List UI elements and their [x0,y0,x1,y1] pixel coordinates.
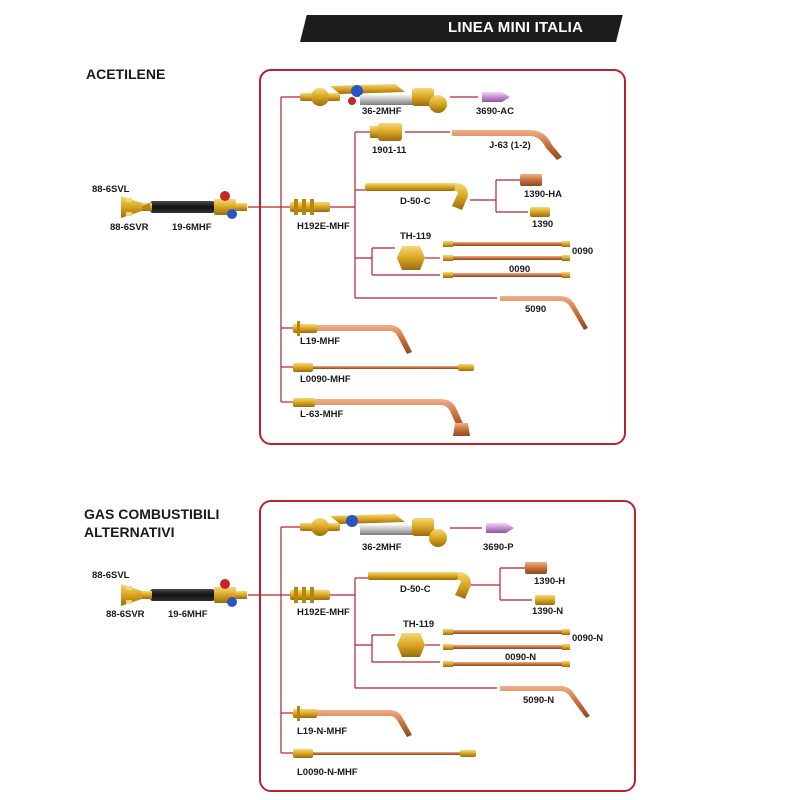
label-l0090-mhf: L0090-MHF [300,374,351,385]
mixer-h192e-mhf-image-2 [290,587,330,603]
cutting-tip-3690-ac-image [482,92,510,102]
label-l0090-n-mhf: L0090-N-MHF [297,767,358,778]
label-1390-ha: 1390-HA [524,189,563,200]
alt-gas-connectors [248,526,532,754]
tip-1390-n-image [535,595,555,605]
label-0090-n-top: 0090-N [572,633,604,644]
nozzle-d-50-c-image [365,183,468,210]
label-19-6mhf-2: 19-6MHF [168,609,208,620]
alt-gas-panel [259,500,636,792]
label-1390-n: 1390-N [532,606,564,617]
label-th-119-2: TH-119 [403,619,435,630]
tip-1390-image [530,207,550,217]
handle-19-6mhf-image-2 [140,579,247,607]
section-title-alt-gas-line2: ALTERNATIVI [84,524,175,540]
label-l19-mhf: L19-MHF [300,336,341,347]
cutting-attachment-36-2mhf-image [300,84,447,113]
th-119-image-2 [397,633,425,657]
label-l19-n-mhf: L19-N-MHF [297,726,348,737]
tip-1901-11-image [370,123,402,141]
label-h192e-mhf-2: H192E-MHF [297,607,350,618]
lance-l0090-mhf-image [293,363,474,372]
label-5090: 5090 [525,304,547,315]
label-0090-bottom: 0090 [509,264,531,275]
tip-1390-h-image [525,562,547,574]
cutting-tip-3690-p-image [486,523,514,533]
tubes-0090-image [443,241,570,278]
label-88-6svr: 88-6SVR [110,222,149,233]
tip-1390-ha-image [520,174,542,186]
page-title: LINEA MINI ITALIA [448,19,584,36]
label-d-50-c: D-50-C [400,196,431,207]
label-1901-11: 1901-11 [372,145,407,156]
label-36-2mhf-2: 36-2MHF [362,542,402,553]
bent-tube-5090-image [500,296,588,330]
section-title-alt-gas-line1: GAS COMBUSTIBILI [84,506,220,522]
acetilene-panel [259,69,626,445]
label-3690-ac: 3690-AC [476,106,515,117]
label-0090-n-bottom: 0090-N [505,652,537,663]
acetilene-connectors [248,96,528,403]
nozzle-d-50-c-image-2 [368,572,471,599]
label-5090-n: 5090-N [523,695,555,706]
mixer-h192e-mhf-image [290,199,330,215]
valves-88-6sv-image [121,196,142,218]
lance-l0090-n-mhf-image [293,749,476,758]
label-36-2mhf: 36-2MHF [362,106,402,117]
cutting-attachment-36-2mhf-image-2 [300,514,447,547]
label-0090-top: 0090 [572,246,594,257]
label-3690-p: 3690-P [483,542,514,553]
label-1390-h: 1390-H [534,576,566,587]
label-th-119: TH-119 [400,231,432,242]
lance-l-63-mhf-image [293,398,470,436]
label-1390: 1390 [532,219,554,230]
bent-tube-5090-n-image [500,686,590,718]
label-88-6svl: 88-6SVL [92,184,130,195]
label-l-63-mhf: L-63-MHF [300,409,344,420]
label-h192e-mhf: H192E-MHF [297,221,350,232]
label-19-6mhf: 19-6MHF [172,222,212,233]
lance-l19-n-mhf-image [293,706,412,737]
section-title-acetilene: ACETILENE [86,66,166,82]
label-88-6svl-2: 88-6SVL [92,570,130,581]
label-88-6svr-2: 88-6SVR [106,609,145,620]
tubes-0090-n-image [443,629,570,667]
valves-88-6sv-image-2 [121,584,142,606]
extension-j-63-image [452,130,562,160]
label-j-63: J-63 (1-2) [489,140,531,151]
handle-19-6mhf-image [140,191,247,219]
th-119-image [397,246,425,270]
label-d-50-c-2: D-50-C [400,584,431,595]
lance-l19-mhf-image [293,321,412,354]
